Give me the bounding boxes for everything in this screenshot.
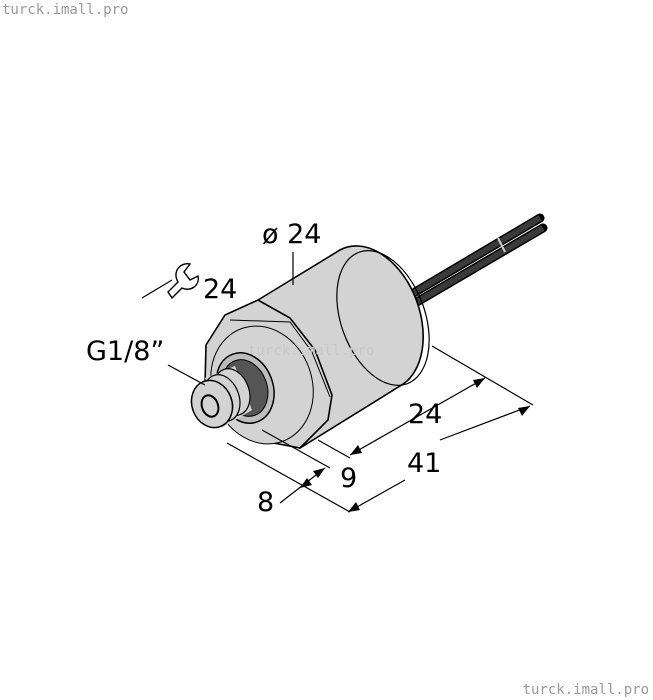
dimension-lines xyxy=(141,252,534,513)
thread-label: G1/8” xyxy=(86,336,164,367)
thread-connection xyxy=(190,352,275,429)
wrench-size-label: 24 xyxy=(203,274,237,305)
arrowheads xyxy=(300,378,530,512)
thread-length-label: 8 xyxy=(257,487,274,518)
hex-length-label: 9 xyxy=(340,463,357,494)
total-length-label: 41 xyxy=(407,448,441,479)
watermark-center: turck.imall.pro xyxy=(248,343,374,359)
watermark-top: turck.imall.pro xyxy=(2,2,129,18)
watermark-bottom: turck.imall.pro xyxy=(522,682,649,698)
diameter-label: ø 24 xyxy=(262,219,321,250)
body-length-label: 24 xyxy=(408,399,442,430)
cable xyxy=(400,213,548,311)
